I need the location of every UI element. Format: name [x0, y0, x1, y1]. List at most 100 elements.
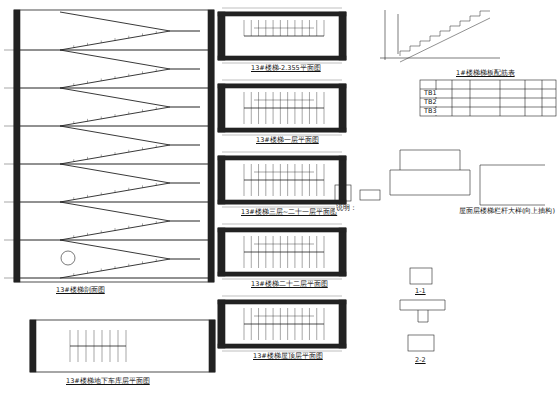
- drawing-stroke: [156, 183, 157, 185]
- drawing-stroke: [60, 240, 170, 259]
- drawing-stroke: [20, 240, 208, 241]
- drawing-stroke: [316, 164, 317, 196]
- drawing-stroke: [244, 92, 245, 124]
- drawing-stroke: [4, 240, 14, 241]
- wall-block: [218, 12, 225, 60]
- drawing-stroke: [258, 236, 259, 268]
- wall-block: [339, 12, 346, 60]
- table-cell: TB2: [423, 99, 438, 106]
- drawing-stroke: [251, 92, 252, 124]
- drawing-stroke: [450, 26, 460, 27]
- drawing-stroke: [4, 202, 14, 203]
- table-title: 1#楼梯梯板配筋表: [455, 70, 516, 77]
- drawing-stroke: [115, 38, 116, 40]
- drawing-stroke: [222, 351, 342, 352]
- drawing-stroke: [20, 126, 208, 127]
- drawing-stroke: [170, 221, 200, 222]
- drawing-stroke: [156, 107, 157, 109]
- drawing-stroke: [254, 28, 314, 29]
- drawing-stroke: [460, 21, 470, 22]
- drawing-stroke: [244, 308, 245, 340]
- drawing-stroke: [170, 107, 200, 108]
- drawing-stroke: [287, 236, 288, 268]
- drawing-stroke: [316, 20, 317, 36]
- table-cell: TB3: [423, 108, 438, 115]
- wall-block: [218, 84, 346, 132]
- drawing-stroke: [87, 81, 88, 83]
- drawing-stroke: [258, 308, 259, 340]
- view-title: 13#楼梯剖面图: [55, 287, 106, 294]
- drawing-stroke: [4, 278, 14, 279]
- stair-section: [4, 10, 214, 282]
- drawing-stroke: [222, 135, 342, 136]
- drawing-stroke: [87, 233, 88, 235]
- drawing-stroke: [470, 16, 471, 21]
- wall-block: [218, 344, 346, 348]
- drawing-stroke: [400, 18, 490, 62]
- wall-block: [218, 84, 225, 132]
- drawing-stroke: [60, 126, 170, 145]
- drawing-stroke: [73, 273, 74, 275]
- drawing-stroke: [60, 164, 170, 183]
- drawing-stroke: [60, 259, 170, 278]
- drawing-stroke: [142, 71, 143, 73]
- drawing-stroke: [60, 50, 170, 69]
- drawing-stroke: [400, 51, 410, 52]
- wall-block: [218, 272, 346, 276]
- drawing-stroke: [87, 195, 88, 197]
- drawing-stroke: [4, 126, 14, 127]
- drawing-stroke: [430, 36, 440, 37]
- basement-plan: [30, 320, 215, 372]
- wall-block: [339, 228, 346, 276]
- drawing-stroke: [273, 308, 274, 340]
- drawing-stroke: [101, 268, 102, 270]
- drawing-stroke: [280, 164, 281, 196]
- wall-block: [218, 228, 346, 232]
- drawing-stroke: [156, 221, 157, 223]
- drawing-stroke: [430, 36, 431, 41]
- drawing-stroke: [142, 223, 143, 225]
- drawing-stroke: [60, 221, 170, 240]
- drawing-stroke: [170, 69, 200, 70]
- reinforcement-table: [420, 80, 556, 116]
- drawing-stroke: [87, 271, 88, 273]
- drawing-stroke: [450, 26, 451, 31]
- drawing-stroke: [244, 324, 324, 325]
- drawing-stroke: [115, 266, 116, 268]
- drawing-stroke: [87, 119, 88, 121]
- drawing-stroke: [4, 50, 14, 51]
- drawing-stroke: [73, 159, 74, 161]
- drawing-stroke: [4, 164, 14, 165]
- drawing-stroke: [254, 100, 314, 101]
- drawing-stroke: [60, 145, 170, 164]
- drawing-stroke: [287, 308, 288, 340]
- drawing-stroke: [142, 33, 143, 35]
- view-title: 13#楼梯地下车库层平面图: [65, 378, 151, 385]
- drawing-stroke: [60, 69, 170, 88]
- drawing-stroke: [324, 164, 325, 196]
- wall-block: [218, 300, 346, 348]
- drawing-stroke: [115, 152, 116, 154]
- drawing-stroke: [60, 107, 170, 126]
- drawing-stroke: [115, 76, 116, 78]
- stair-plan: [218, 8, 346, 63]
- wall-block: [339, 84, 346, 132]
- drawing-stroke: [324, 236, 325, 268]
- drawing-stroke: [251, 164, 252, 196]
- drawing-stroke: [244, 108, 324, 109]
- drawing-stroke: [309, 308, 310, 340]
- drawing-stroke: [287, 164, 288, 196]
- view-title: 13#楼梯屋顶层平面图: [252, 353, 324, 360]
- drawing-stroke: [244, 236, 245, 268]
- view-title: 13#楼梯-2.355平面图: [250, 65, 322, 72]
- drawing-stroke: [400, 51, 401, 56]
- drawing-stroke: [101, 116, 102, 118]
- section-details: [335, 150, 545, 351]
- wall-block: [218, 228, 346, 276]
- drawing-stroke: [316, 236, 317, 268]
- drawing-stroke: [251, 20, 252, 36]
- drawing-stroke: [60, 202, 170, 221]
- view-title: 13#楼梯二十二层平面图: [250, 281, 329, 288]
- drawing-stroke: [128, 188, 129, 190]
- drawing-stroke: [222, 63, 342, 64]
